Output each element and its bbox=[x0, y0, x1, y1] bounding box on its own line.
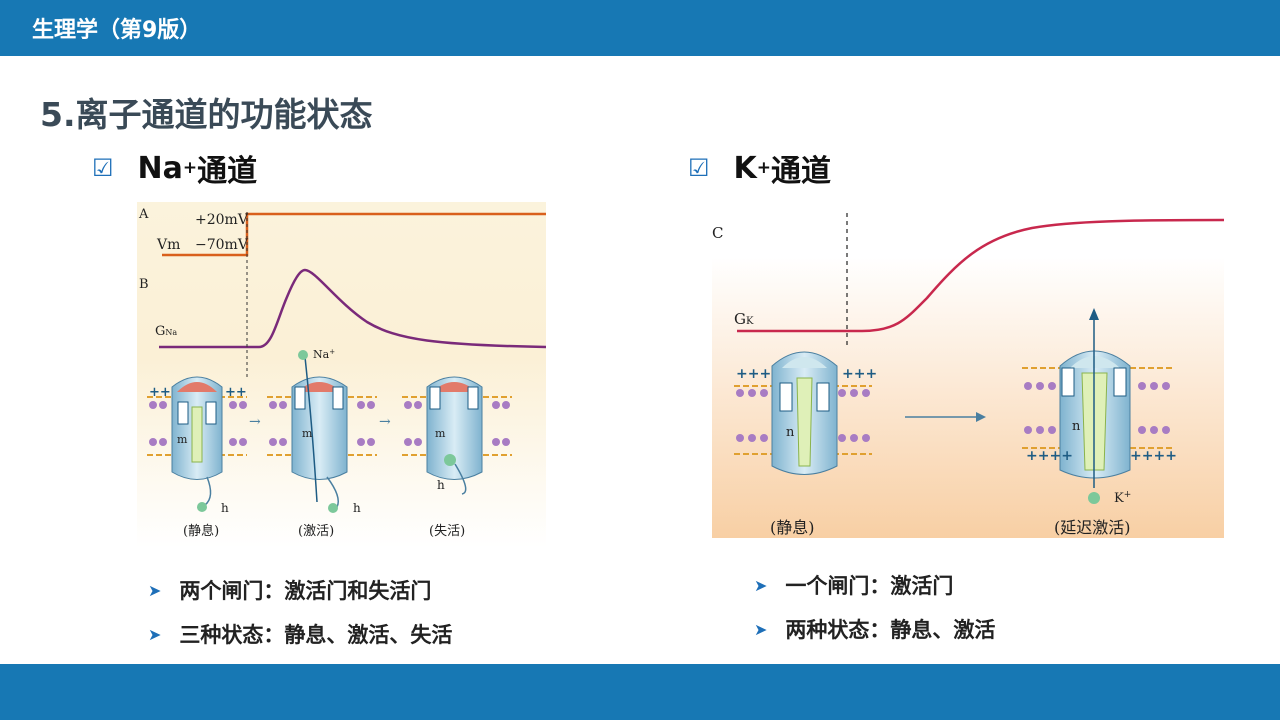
bullet-arrow-icon: ➤ bbox=[148, 580, 162, 600]
na-channel-active: Na+ m h (激活) bbox=[267, 348, 377, 539]
footer-bar bbox=[0, 664, 1280, 720]
state-label-3: (失活) bbox=[429, 524, 465, 539]
k-channel-rest: +++ +++ n (静息) bbox=[734, 351, 877, 537]
na-bullet-2: ➤ 三种状态：静息、激活、失活 bbox=[148, 612, 452, 656]
panel-c-label: C bbox=[712, 224, 723, 242]
panel-b-label: B bbox=[139, 277, 149, 292]
bullet-arrow-icon: ➤ bbox=[754, 619, 768, 639]
checkbox-icon: ☑ bbox=[92, 154, 114, 182]
gate-m-3: m bbox=[435, 427, 446, 440]
svg-text:++: ++ bbox=[225, 385, 247, 400]
checkbox-icon: ☑ bbox=[688, 154, 710, 182]
na-bullet-1: ➤ 两个闸门：激活门和失活门 bbox=[148, 568, 452, 612]
na-channel-figure: A B +20mV −70mV Vm GNa ++ ++ m h (静息) → bbox=[137, 202, 547, 548]
k-bullet-1: ➤ 一个闸门：激活门 bbox=[754, 563, 995, 607]
bullet-arrow-icon: ➤ bbox=[754, 575, 768, 595]
svg-text:GNa: GNa bbox=[155, 324, 177, 339]
na-section-heading: ☑ Na+通道 bbox=[92, 146, 257, 190]
header-title: 生理学（第9版） bbox=[32, 18, 202, 43]
svg-text:+++: +++ bbox=[842, 366, 877, 382]
na-heading-main: Na bbox=[137, 150, 183, 186]
v-low-label: −70mV bbox=[195, 237, 249, 253]
na-heading-rest: 通道 bbox=[197, 154, 258, 189]
svg-text:+++: +++ bbox=[736, 366, 771, 382]
gate-h-3: h bbox=[437, 478, 445, 492]
header-bar: 生理学（第9版） bbox=[0, 0, 1280, 56]
k-ion-sup: + bbox=[1124, 490, 1132, 500]
state-label-1: (静息) bbox=[183, 523, 219, 539]
k-section-heading: ☑ K+通道 bbox=[688, 146, 831, 190]
na-bullet-text-2: 三种状态：静息、激活、失活 bbox=[179, 623, 453, 647]
gate-n-1: n bbox=[786, 425, 795, 440]
vm-label: Vm bbox=[156, 237, 180, 253]
v-high-label: +20mV bbox=[195, 212, 249, 228]
k-state-label-2: (延迟激活) bbox=[1054, 518, 1131, 537]
gna-sub: Na bbox=[165, 328, 177, 337]
svg-text:→: → bbox=[379, 414, 391, 430]
na-ion-sup: + bbox=[329, 348, 335, 356]
k-state-label-1: (静息) bbox=[770, 518, 815, 537]
svg-text:++++: ++++ bbox=[1026, 448, 1073, 464]
na-ion-label: Na bbox=[313, 348, 330, 361]
gate-n-2: n bbox=[1072, 419, 1081, 434]
na-heading-sup: + bbox=[182, 158, 198, 178]
na-channel-inactive: m h (失活) bbox=[402, 376, 512, 539]
k-bullet-text-2: 两种状态：静息、激活 bbox=[785, 618, 996, 642]
k-bullets: ➤ 一个闸门：激活门 ➤ 两种状态：静息、激活 bbox=[754, 563, 995, 651]
na-channel-rest: ++ ++ m h (静息) bbox=[147, 376, 247, 539]
k-channel-figure: C GK +++ +++ n (静息) bbox=[712, 208, 1225, 538]
svg-text:++++: ++++ bbox=[1130, 448, 1177, 464]
svg-text:++: ++ bbox=[149, 385, 171, 400]
k-bullet-text-1: 一个闸门：激活门 bbox=[785, 574, 954, 598]
panel-a-label: A bbox=[138, 207, 149, 222]
state-label-2: (激活) bbox=[298, 524, 334, 539]
svg-text:Na+: Na+ bbox=[313, 348, 335, 361]
gate-m-1: m bbox=[177, 433, 188, 446]
k-heading-rest: 通道 bbox=[771, 154, 832, 189]
svg-text:K+: K+ bbox=[1114, 490, 1131, 506]
gk-sub: K bbox=[746, 316, 754, 327]
k-heading-main: K bbox=[733, 150, 757, 186]
gk-label: G bbox=[734, 310, 746, 328]
k-channel-active: ++++ ++++ n K+ (延迟激活) bbox=[1022, 308, 1177, 537]
svg-text:GK: GK bbox=[734, 310, 754, 328]
gate-h-2: h bbox=[353, 501, 361, 515]
na-bullet-text-1: 两个闸门：激活门和失活门 bbox=[179, 579, 432, 603]
gate-m-2: m bbox=[302, 427, 313, 440]
gate-h-1: h bbox=[221, 501, 229, 515]
svg-text:→: → bbox=[249, 414, 261, 430]
na-bullets: ➤ 两个闸门：激活门和失活门 ➤ 三种状态：静息、激活、失活 bbox=[148, 568, 452, 656]
gna-label: G bbox=[155, 324, 165, 339]
slide-title: 5.离子通道的功能状态 bbox=[40, 95, 373, 134]
k-bullet-2: ➤ 两种状态：静息、激活 bbox=[754, 607, 995, 651]
bullet-arrow-icon: ➤ bbox=[148, 624, 162, 644]
k-ion-label: K bbox=[1114, 491, 1124, 506]
k-heading-sup: + bbox=[756, 158, 772, 178]
